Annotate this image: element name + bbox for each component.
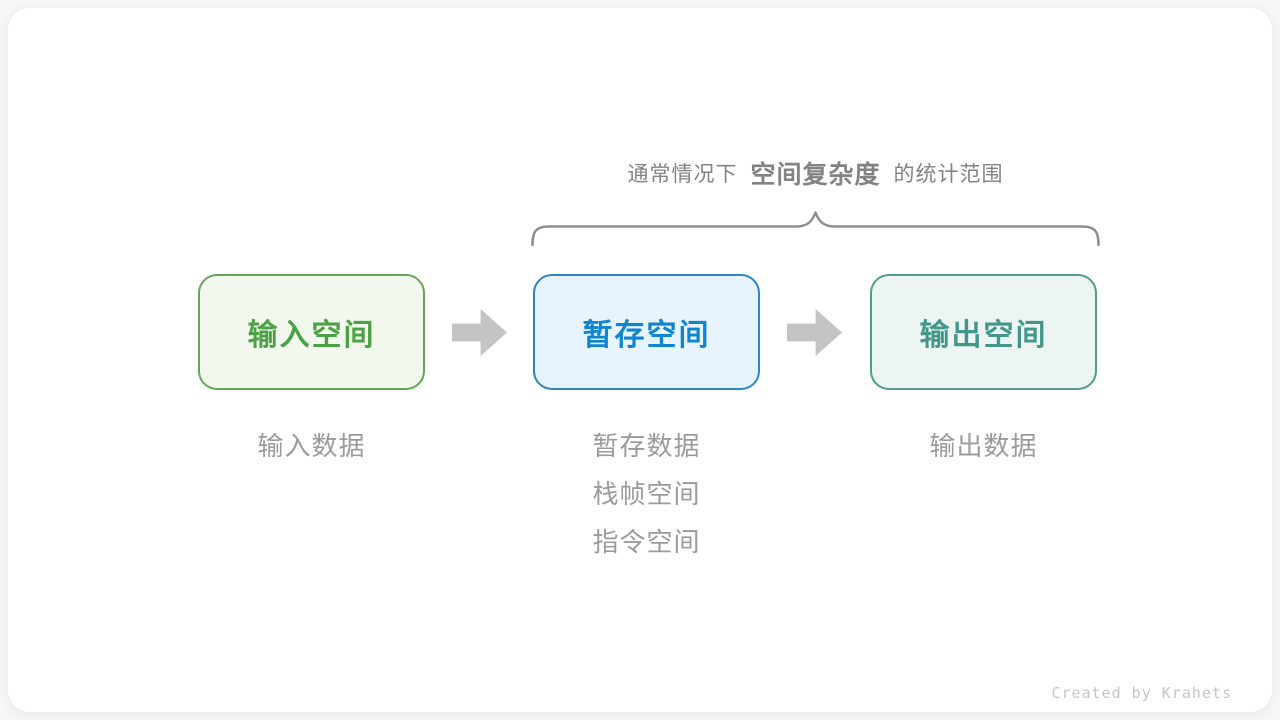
- box-output-space-label: 输出空间: [919, 319, 1048, 352]
- annotation-suffix: 的统计范围: [893, 163, 1004, 186]
- box-output-space: 输出空间: [870, 274, 1097, 390]
- scope-annotation: 通常情况下 空间复杂度 的统计范围: [531, 152, 1100, 194]
- scope-brace-icon: [531, 211, 1100, 246]
- note-output: 输出数据: [870, 422, 1097, 470]
- note-line: 栈帧空间: [592, 479, 701, 509]
- box-input-space: 输入空间: [198, 274, 425, 390]
- box-temporary-space: 暂存空间: [533, 274, 760, 390]
- box-input-space-label: 输入空间: [247, 319, 376, 352]
- right-arrow-icon: [787, 309, 842, 356]
- annotation-highlight: 空间复杂度: [750, 161, 881, 189]
- note-line: 输入数据: [257, 431, 366, 461]
- diagram-card: 通常情况下 空间复杂度 的统计范围 输入空间 暂存空间 输出空间 输入数据 暂存…: [8, 8, 1272, 712]
- note-input: 输入数据: [198, 422, 425, 470]
- note-line: 输出数据: [929, 431, 1038, 461]
- credit-text: Created by Krahets: [1051, 684, 1232, 702]
- note-line: 指令空间: [592, 527, 701, 557]
- note-temporary: 暂存数据 栈帧空间 指令空间: [533, 422, 760, 566]
- right-arrow-icon: [452, 309, 507, 356]
- annotation-prefix: 通常情况下: [627, 163, 738, 186]
- box-temporary-space-label: 暂存空间: [582, 319, 711, 352]
- note-line: 暂存数据: [592, 431, 701, 461]
